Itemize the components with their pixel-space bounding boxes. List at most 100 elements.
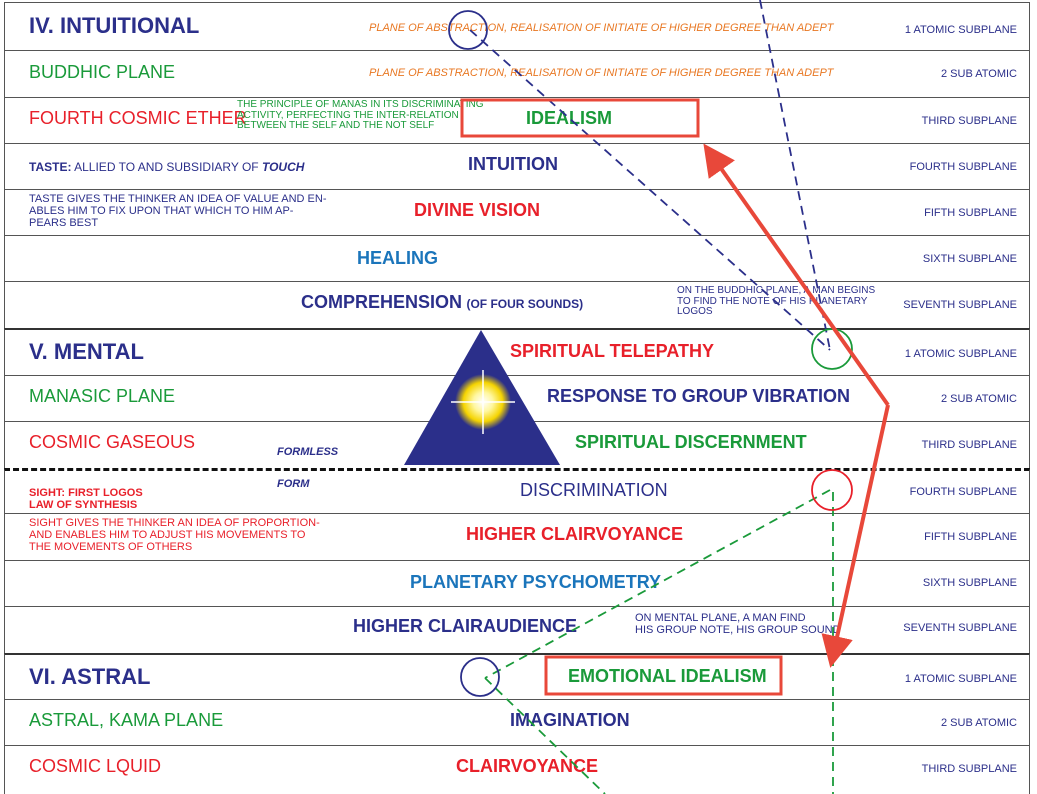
note-line: THE PRINCIPLE OF MANAS IN ITS DISCRIMINA… (237, 99, 484, 110)
subplane-label: 1 ATOMIC SUBPLANE (904, 348, 1017, 360)
row-center: CLAIRVOYANCE (456, 756, 599, 776)
row-center: PLANETARY PSYCHOMETRY (410, 572, 662, 592)
subplane-label: FIFTH SUBPLANE (924, 531, 1017, 543)
row-astral-2: ASTRAL, KAMA PLANE IMAGINATION 2 SUB ATO… (4, 700, 1030, 746)
circle-marker (448, 10, 488, 50)
note-line: ABLES HIM TO FIX UPON THAT WHICH TO HIM … (29, 205, 294, 217)
note-line: TASTE GIVES THE THINKER AN IDEA OF VALUE… (29, 193, 327, 205)
subplane-label: SIXTH SUBPLANE (922, 253, 1017, 265)
note-line: ACTIVITY, PERFECTING THE INTER-RELATION (237, 109, 459, 121)
subplane-label: SEVENTH SUBPLANE (903, 622, 1017, 634)
circle-marker (460, 657, 500, 697)
touch-text: TOUCH (261, 160, 305, 174)
comprehension: COMPREHENSION (301, 292, 463, 312)
section-title: VI. ASTRAL (29, 664, 151, 689)
note-line: BETWEEN THE SELF AND THE NOT SELF (237, 120, 435, 131)
red-arrow (703, 143, 890, 407)
subplane-label: FIFTH SUBPLANE (924, 207, 1017, 219)
star-rays (451, 370, 515, 434)
taste-note: TASTE GIVES THE THINKER AN IDEA OF VALUE… (29, 193, 326, 229)
row-center: HEALING (357, 248, 438, 268)
row-center: IMAGINATION (510, 710, 630, 730)
note-line: TO FIND THE NOTE OF HIS PLANETARY LOGOS (677, 295, 868, 317)
row-center: DISCRIMINATION (520, 480, 668, 500)
highlight-box-emotional-idealism (544, 655, 783, 696)
subplane-label: 2 SUB ATOMIC (940, 393, 1017, 405)
row-mental-6: PLANETARY PSYCHOMETRY SIXTH SUBPLANE (4, 561, 1030, 607)
row-center: IDEALISM (526, 108, 613, 128)
row-left: MANASIC PLANE (29, 386, 176, 406)
row-center: INTUITION (468, 154, 558, 174)
dashed-line (469, 29, 831, 351)
dashed-line (484, 677, 606, 794)
subplane-label: 2 SUB ATOMIC (940, 68, 1017, 80)
subplane-label: THIRD SUBPLANE (921, 439, 1017, 451)
subplane-label: THIRD SUBPLANE (921, 115, 1017, 127)
red-arrow (821, 404, 890, 668)
note-line: ON THE BUDDHIC PLANE, A MAN BEGINS (677, 285, 876, 296)
note-line: SIGHT GIVES THE THINKER AN IDEA OF PROPO… (29, 517, 320, 529)
section-title: V. MENTAL (29, 339, 144, 364)
section-title: IV. INTUITIONAL (29, 13, 200, 38)
subplane-label: 1 ATOMIC SUBPLANE (904, 673, 1017, 685)
row-intuitional-6: HEALING SIXTH SUBPLANE (4, 236, 1030, 282)
subplane-label: SIXTH SUBPLANE (922, 577, 1017, 589)
row-mental-1: V. MENTAL SPIRITUAL TELEPATHY 1 ATOMIC S… (4, 328, 1030, 376)
subplane-label: 1 ATOMIC SUBPLANE (904, 24, 1017, 36)
circle-marker (811, 328, 853, 370)
row-center: COMPREHENSION (OF FOUR SOUNDS) (301, 292, 583, 313)
taste-text: ALLIED TO AND SUBSIDIARY OF (71, 160, 262, 174)
row-mental-5: SIGHT GIVES THE THINKER AN IDEA OF PROPO… (4, 514, 1030, 561)
row-center: EMOTIONAL IDEALISM (568, 666, 767, 686)
row-center: HIGHER CLAIRVOYANCE (466, 524, 684, 544)
row-intuitional-4: TASTE: ALLIED TO AND SUBSIDIARY OF TOUCH… (4, 144, 1030, 190)
subplane-label: FOURTH SUBPLANE (909, 161, 1017, 173)
row-mental-3: COSMIC GASEOUS FORMLESS SPIRITUAL DISCER… (4, 422, 1030, 468)
note-line: PEARS BEST (29, 217, 99, 229)
subplane-label: THIRD SUBPLANE (921, 763, 1017, 775)
row-center: RESPONSE TO GROUP VIBRATION (547, 386, 851, 406)
subplane-label: FOURTH SUBPLANE (909, 486, 1017, 498)
row-center: DIVINE VISION (414, 200, 541, 220)
manas-note: THE PRINCIPLE OF MANAS IN ITS DISCRIMINA… (237, 99, 517, 132)
circle-marker (811, 469, 853, 511)
row-center: PLANE OF ABSTRACTION, REALISATION OF INI… (369, 22, 834, 34)
row-intuitional-3: FOURTH COSMIC ETHER THE PRINCIPLE OF MAN… (4, 98, 1030, 144)
row-left: COSMIC GASEOUS (29, 432, 196, 452)
row-center: SPIRITUAL TELEPATHY (510, 341, 715, 361)
dashed-line (759, 0, 831, 351)
row-left: ASTRAL, KAMA PLANE (29, 710, 224, 730)
subplane-label: 2 SUB ATOMIC (940, 717, 1017, 729)
subplane-label: SEVENTH SUBPLANE (903, 299, 1017, 311)
row-intuitional-1: IV. INTUITIONAL PLANE OF ABSTRACTION, RE… (4, 2, 1030, 51)
row-astral-1: VI. ASTRAL EMOTIONAL IDEALISM 1 ATOMIC S… (4, 653, 1030, 700)
dashed-line (484, 489, 831, 679)
note-line: HIS GROUP NOTE, HIS GROUP SOUND (635, 624, 841, 636)
row-center: PLANE OF ABSTRACTION, REALISATION OF INI… (369, 67, 834, 79)
row-center: SPIRITUAL DISCERNMENT (575, 432, 807, 452)
row-left: BUDDHIC PLANE (29, 62, 176, 82)
taste-label: TASTE: (29, 160, 72, 174)
four-sounds: (OF FOUR SOUNDS) (466, 297, 584, 311)
note-line: ON MENTAL PLANE, A MAN FIND (635, 612, 806, 624)
row-left: FOURTH COSMIC ETHER (29, 108, 247, 128)
row-intuitional-7: COMPREHENSION (OF FOUR SOUNDS) ON THE BU… (4, 282, 1030, 329)
row-astral-3: COSMIC LQUID CLAIRVOYANCE THIRD SUBPLANE (4, 746, 1030, 794)
row-center: HIGHER CLAIRAUDIENCE (353, 616, 578, 636)
row-intuitional-5: TASTE GIVES THE THINKER AN IDEA OF VALUE… (4, 190, 1030, 236)
note-line: SIGHT: FIRST LOGOS (29, 487, 143, 499)
sight-note: SIGHT GIVES THE THINKER AN IDEA OF PROPO… (29, 517, 320, 553)
row-left: COSMIC LQUID (29, 756, 162, 776)
form-label: FORM (277, 478, 310, 490)
highlight-box-idealism (460, 98, 700, 138)
note-line: AND ENABLES HIM TO ADJUST HIS MOVEMENTS … (29, 529, 306, 541)
note-line: THE MOVEMENTS OF OTHERS (29, 541, 193, 553)
note-line: LAW OF SYNTHESIS (29, 499, 138, 511)
row-left: TASTE: ALLIED TO AND SUBSIDIARY OF TOUCH (29, 160, 304, 174)
